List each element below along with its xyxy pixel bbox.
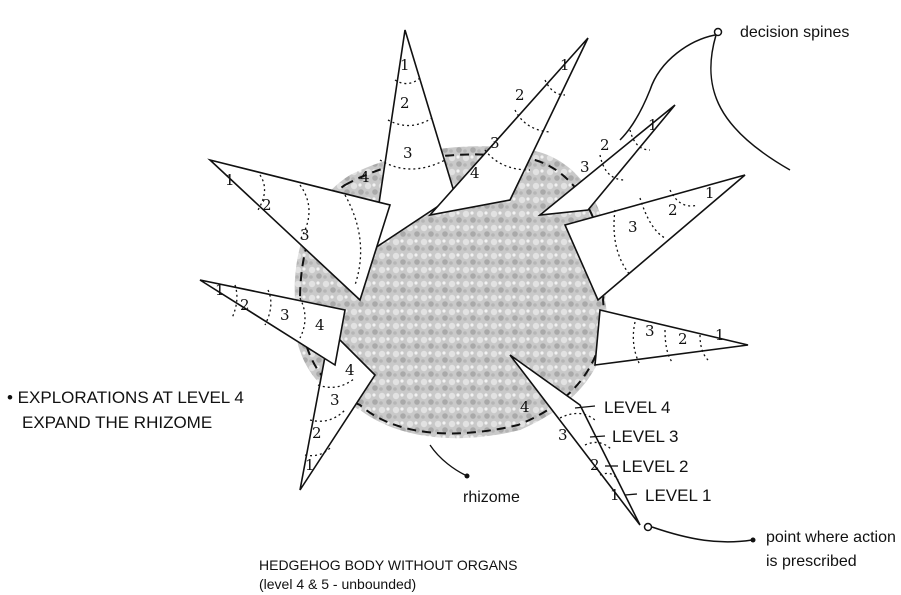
svg-text:4: 4 [360, 168, 370, 186]
svg-text:3: 3 [628, 218, 638, 236]
level2-label: LEVEL 2 [622, 456, 688, 478]
svg-text:3: 3 [300, 226, 310, 244]
svg-text:2: 2 [590, 456, 600, 474]
decision-spines-leader-2 [711, 35, 790, 170]
explorations-label-line1: • EXPLORATIONS AT LEVEL 4 [7, 387, 244, 409]
action-point-leader [652, 527, 752, 542]
body-subtitle: (level 4 & 5 - unbounded) [259, 575, 416, 593]
decision-spines-leader [620, 35, 715, 140]
svg-text:1: 1 [400, 56, 410, 74]
svg-text:1: 1 [715, 326, 725, 344]
svg-text:2: 2 [600, 136, 610, 154]
svg-text:1: 1 [648, 116, 658, 134]
explorations-label-line2: EXPAND THE RHIZOME [22, 412, 212, 434]
svg-text:1: 1 [215, 281, 225, 299]
svg-text:4: 4 [345, 361, 355, 379]
svg-text:4: 4 [520, 398, 530, 416]
svg-text:2: 2 [678, 330, 688, 348]
action-label-line2: is prescribed [766, 552, 857, 572]
level1-label: LEVEL 1 [645, 485, 711, 507]
svg-text:1: 1 [560, 56, 570, 74]
svg-text:1: 1 [705, 184, 715, 202]
action-point-dot [645, 524, 652, 531]
svg-text:3: 3 [330, 391, 340, 409]
svg-text:2: 2 [400, 94, 410, 112]
svg-text:3: 3 [280, 306, 290, 324]
svg-text:4: 4 [315, 316, 325, 334]
svg-text:3: 3 [558, 426, 568, 444]
svg-text:2: 2 [668, 201, 678, 219]
svg-text:2: 2 [312, 424, 322, 442]
body-title: HEDGEHOG BODY WITHOUT ORGANS [259, 556, 518, 574]
svg-text:2: 2 [515, 86, 525, 104]
svg-text:1: 1 [610, 486, 620, 504]
svg-text:3: 3 [645, 322, 655, 340]
svg-text:2: 2 [240, 296, 250, 314]
decision-spines-label: decision spines [740, 23, 849, 43]
rhizome-label: rhizome [463, 488, 520, 508]
svg-text:2: 2 [262, 196, 272, 214]
svg-text:4: 4 [470, 164, 480, 182]
svg-text:1: 1 [225, 171, 235, 189]
decision-spines-dot [715, 29, 722, 36]
level4-label: LEVEL 4 [604, 397, 670, 419]
spine-right-3 [595, 310, 748, 365]
level3-label: LEVEL 3 [612, 426, 678, 448]
action-label-dot [751, 538, 756, 543]
svg-text:1: 1 [305, 456, 315, 474]
rhizome-dot [465, 474, 470, 479]
action-label-line1: point where action [766, 528, 896, 548]
svg-text:3: 3 [580, 158, 590, 176]
svg-text:3: 3 [403, 144, 413, 162]
svg-text:3: 3 [490, 134, 500, 152]
rhizome-leader [430, 445, 465, 475]
